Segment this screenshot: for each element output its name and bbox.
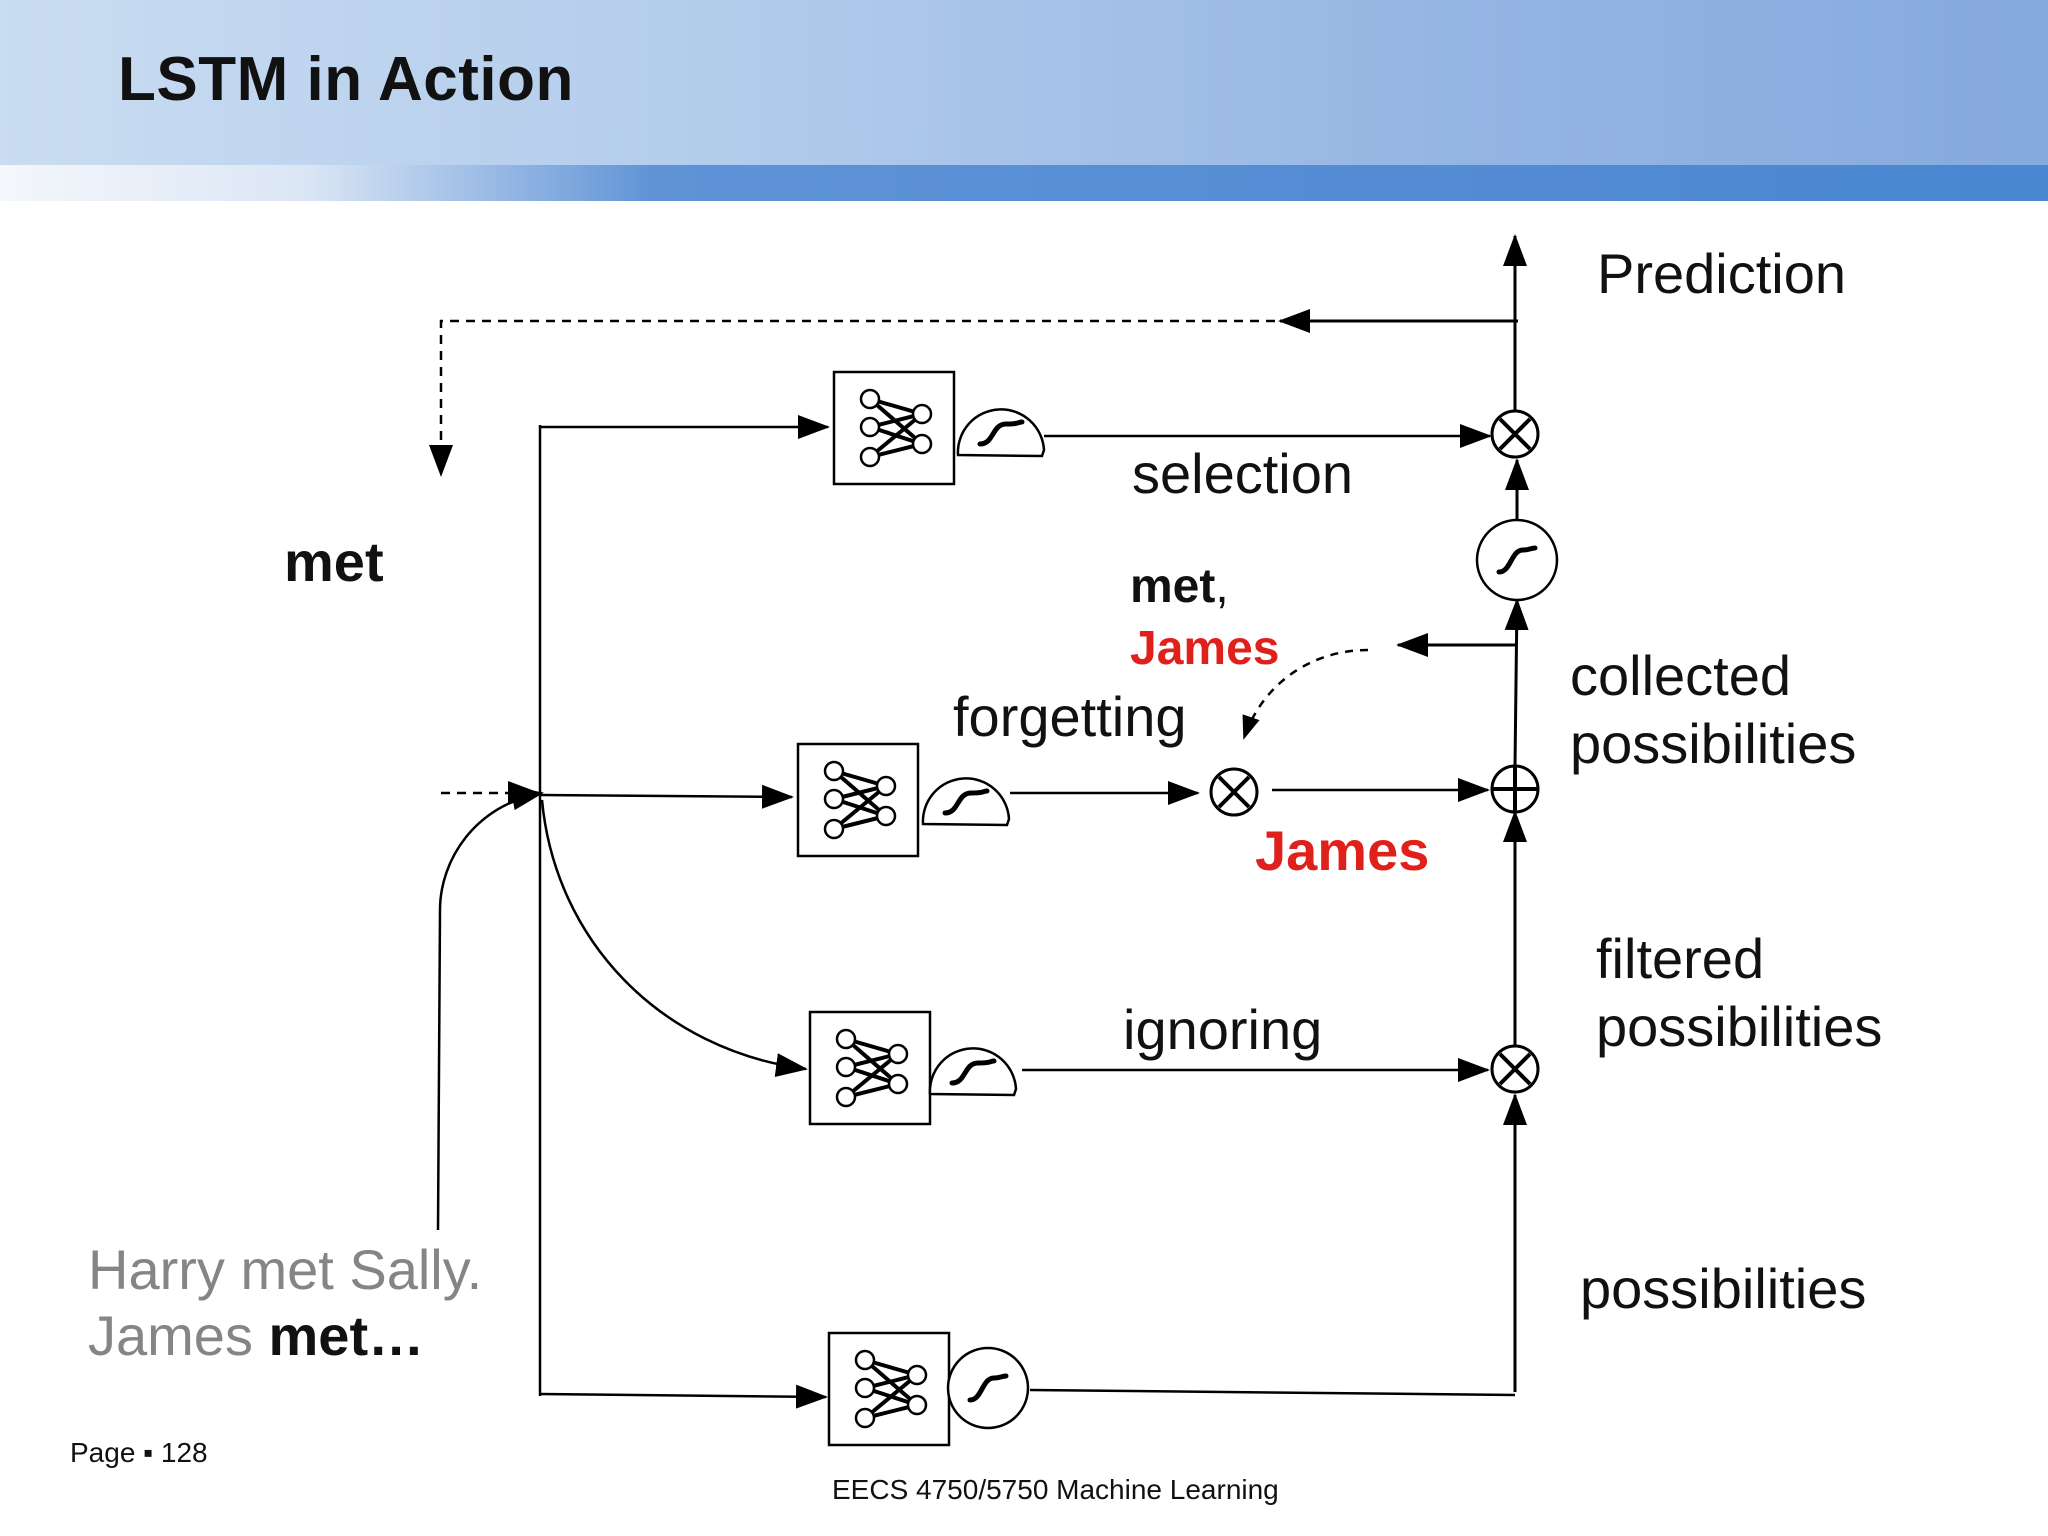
- neural-network-icon: [832, 370, 956, 486]
- squashing-function-icon: [958, 409, 1044, 456]
- sentence-prefix: James: [88, 1304, 269, 1367]
- sentence-line2: James met…: [88, 1302, 424, 1369]
- forgetting-label: forgetting: [953, 685, 1187, 748]
- filtered-possibilities-line1: filtered: [1596, 927, 1765, 990]
- kept-word-james: James: [1255, 819, 1430, 882]
- multiply-gate-icon: [1490, 1044, 1540, 1094]
- input-word-label: met: [284, 530, 384, 593]
- memory-word-james: James: [1130, 622, 1280, 675]
- squashing-function-icon: [948, 1348, 1028, 1428]
- memory-comma: ,: [1215, 560, 1229, 613]
- neural-network-icon: [808, 1010, 932, 1126]
- memory-words: met,: [1130, 558, 1229, 616]
- multiply-gate-icon: [1490, 409, 1540, 459]
- sentence-line1: Harry met Sally.: [88, 1238, 483, 1301]
- ignoring-label: ignoring: [1123, 998, 1323, 1061]
- possibilities-label: possibilities: [1580, 1257, 1867, 1320]
- selection-label: selection: [1132, 442, 1354, 505]
- memory-word-met: met: [1130, 560, 1216, 613]
- slide-header: [0, 0, 2048, 165]
- sentence-current-word: met…: [268, 1304, 425, 1367]
- multiply-gate-icon: [1209, 767, 1259, 817]
- squashing-function-icon: [930, 1048, 1016, 1095]
- squashing-function-icon: [1477, 520, 1557, 600]
- collected-possibilities-line2: possibilities: [1570, 712, 1857, 775]
- slide-title: LSTM in Action: [118, 45, 574, 114]
- neural-network-icon: [796, 742, 920, 858]
- add-gate-icon: [1490, 764, 1540, 814]
- filtered-possibilities-line2: possibilities: [1596, 995, 1883, 1058]
- header-band: [0, 165, 2048, 201]
- prediction-label: Prediction: [1597, 242, 1847, 305]
- collected-possibilities-line1: collected: [1570, 644, 1792, 707]
- course-name: EECS 4750/5750 Machine Learning: [832, 1474, 1279, 1505]
- neural-network-icon: [827, 1331, 951, 1447]
- squashing-function-icon: [923, 778, 1009, 825]
- page-number: Page ▪ 128: [70, 1437, 208, 1468]
